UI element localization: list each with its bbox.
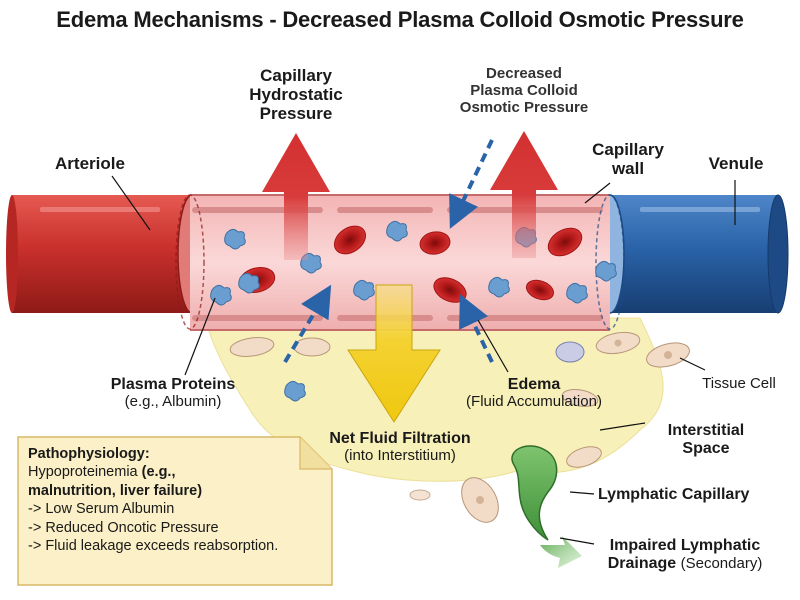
note-line-2: malnutrition, liver failure): [28, 482, 203, 499]
venule: [595, 194, 789, 314]
note-line-1: Hypoproteinemia (e.g.,: [28, 464, 176, 481]
red-blood-cell: [419, 231, 451, 255]
protein: [238, 272, 260, 294]
note-line-4: -> Reduced Oncotic Pressure: [28, 519, 219, 536]
net-fluid-filtration-label: Net Fluid Filtration (into Interstitium): [329, 430, 471, 464]
lymphatic-capillary: [511, 445, 582, 568]
net-filtration-arrow: [347, 284, 441, 423]
tissue-cell-label: Tissue Cell: [702, 375, 776, 392]
edema-fluid-arrow: [459, 294, 494, 363]
tissue-cell: [409, 489, 431, 501]
arteriole-label: Arteriole: [55, 154, 125, 173]
venule-label: Venule: [708, 154, 764, 173]
protein: [284, 380, 306, 402]
protein: [210, 284, 232, 306]
hydrostatic-arrow-left: [262, 133, 330, 260]
protein: [224, 228, 246, 250]
decreased-colloid-pressure-label: Decreased Plasma Colloid Osmotic Pressur…: [459, 65, 589, 116]
interstitial-space-label: Interstitial Space: [667, 422, 745, 457]
lymphatic-capillary-label: Lymphatic Capillary: [598, 486, 750, 503]
red-blood-cell: [525, 279, 555, 301]
tissue-cell: [555, 341, 585, 363]
protein-leak-arrow: [283, 284, 332, 364]
protein: [488, 276, 510, 298]
protein: [386, 220, 408, 242]
hydrostatic-arrow-right: [490, 131, 558, 258]
impaired-lymphatic-drainage-label: Impaired Lymphatic Drainage (Secondary): [607, 537, 763, 572]
protein: [353, 279, 375, 301]
red-blood-cell: [333, 225, 367, 255]
tissue-cell: [293, 337, 331, 357]
tissue-cell: [229, 337, 275, 357]
edema-label: Edema (Fluid Accumulation): [466, 376, 602, 410]
interstitial-space: [204, 317, 664, 482]
tissue-cell: [561, 389, 599, 407]
pathophysiology-note: Pathophysiology: Hypoproteinemia (e.g., …: [18, 437, 332, 585]
capillary-wall-label: Capillary wall: [592, 140, 664, 179]
protein: [566, 282, 588, 304]
tissue-cells: [229, 331, 690, 523]
protein: [595, 260, 617, 282]
leader-lines: [111, 175, 736, 545]
note-heading: Pathophysiology:: [28, 446, 150, 462]
page-title: Edema Mechanisms - Decreased Plasma Coll…: [56, 7, 744, 32]
tissue-cell: [566, 446, 602, 468]
note-line-3: -> Low Serum Albumin: [28, 501, 175, 518]
red-blood-cell: [547, 227, 583, 257]
capillary-hydrostatic-pressure-label: Capillary Hydrostatic Pressure: [249, 66, 343, 124]
note-line-5: -> Fluid leakage exceeds reabsorption.: [28, 538, 279, 555]
note-box: [17, 436, 333, 586]
plasma-proteins-label: Plasma Proteins (e.g., Albumin): [110, 376, 236, 410]
